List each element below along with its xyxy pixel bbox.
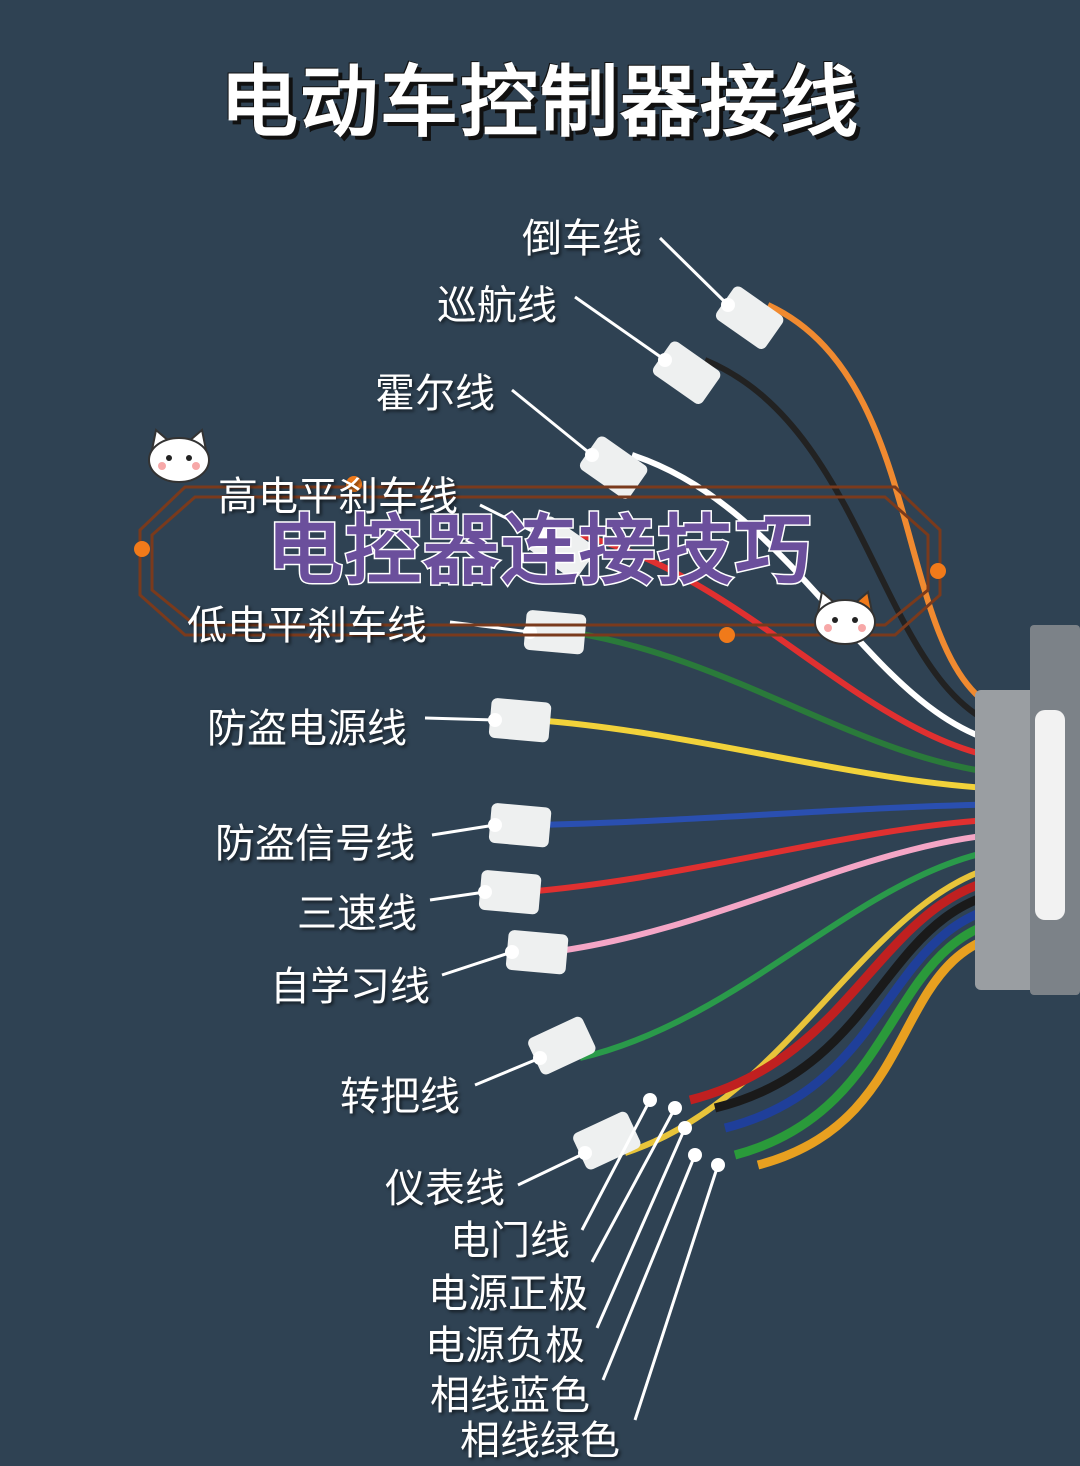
connector-plug bbox=[505, 930, 569, 975]
label-7: 防盗信号线 bbox=[215, 821, 415, 867]
connector-plug bbox=[579, 436, 648, 499]
leader-lines bbox=[424, 236, 735, 1421]
connector-plug bbox=[488, 698, 552, 743]
page-title: 电动车控制器接线 bbox=[219, 58, 860, 148]
leader-line bbox=[590, 1107, 677, 1263]
connector-plug bbox=[523, 610, 587, 655]
controller-unit bbox=[975, 625, 1080, 995]
label-14: 电源负极 bbox=[425, 1323, 585, 1369]
connector-plug bbox=[488, 803, 552, 848]
leader-dot bbox=[688, 1148, 702, 1162]
leader-line bbox=[658, 236, 730, 307]
label-5: 低电平刹车线 bbox=[187, 603, 427, 649]
overlay-banner-text: 电控器连接技巧 bbox=[266, 506, 813, 595]
label-2: 巡航线 bbox=[437, 283, 557, 329]
leader-dot bbox=[533, 528, 547, 542]
connector-plug bbox=[573, 1111, 641, 1170]
leader-line bbox=[601, 1154, 697, 1381]
leader-line bbox=[580, 1099, 652, 1231]
leader-dot bbox=[721, 298, 735, 312]
wire bbox=[534, 717, 1041, 793]
cat-sticker-icon bbox=[814, 590, 876, 645]
wire bbox=[551, 829, 1041, 955]
label-12: 电门线 bbox=[450, 1218, 570, 1264]
leader-line bbox=[511, 388, 593, 457]
leader-line bbox=[441, 950, 513, 977]
leader-dot bbox=[523, 625, 537, 639]
label-9: 自学习线 bbox=[270, 964, 430, 1010]
leader-dot bbox=[478, 885, 492, 899]
leader-line bbox=[429, 890, 486, 902]
leader-line bbox=[474, 1056, 541, 1087]
connector-plug bbox=[478, 870, 542, 915]
leader-line bbox=[479, 503, 541, 537]
connectors bbox=[478, 286, 784, 1170]
leader-dot bbox=[533, 1051, 547, 1065]
leader-line bbox=[517, 1151, 586, 1187]
label-3: 霍尔线 bbox=[375, 371, 495, 417]
label-1: 倒车线 bbox=[522, 216, 642, 262]
label-4: 高电平刹车线 bbox=[218, 474, 458, 520]
leader-dot bbox=[488, 713, 502, 727]
label-8: 三速线 bbox=[297, 891, 417, 937]
leader-dot bbox=[678, 1121, 692, 1135]
overlay-dots bbox=[134, 476, 946, 643]
leader-dot bbox=[711, 1158, 725, 1172]
label-10: 转把线 bbox=[340, 1074, 460, 1120]
label-15: 相线蓝色 bbox=[430, 1373, 590, 1419]
label-13: 电源正极 bbox=[428, 1271, 588, 1317]
leader-dot bbox=[488, 818, 502, 832]
leader-dot bbox=[668, 1101, 682, 1115]
label-16: 相线绿色 bbox=[460, 1418, 620, 1464]
wire bbox=[524, 815, 1041, 895]
connector-plug bbox=[652, 341, 721, 404]
leader-line bbox=[424, 716, 496, 722]
leader-line bbox=[633, 1164, 720, 1421]
leader-dot bbox=[643, 1093, 657, 1107]
leader-dot bbox=[658, 353, 672, 367]
label-11: 仪表线 bbox=[385, 1166, 505, 1212]
leader-line bbox=[431, 823, 496, 837]
connector-plug bbox=[528, 1016, 596, 1075]
leader-dot bbox=[505, 945, 519, 959]
wire-harness bbox=[524, 302, 1041, 1170]
label-6: 防盗电源线 bbox=[207, 706, 407, 752]
leader-line bbox=[574, 295, 666, 362]
leader-line bbox=[595, 1127, 687, 1329]
connector-plug bbox=[715, 286, 784, 349]
wire bbox=[534, 801, 1041, 828]
leader-dot bbox=[585, 448, 599, 462]
leader-dot bbox=[578, 1146, 592, 1160]
cat-sticker-icon bbox=[148, 428, 210, 483]
